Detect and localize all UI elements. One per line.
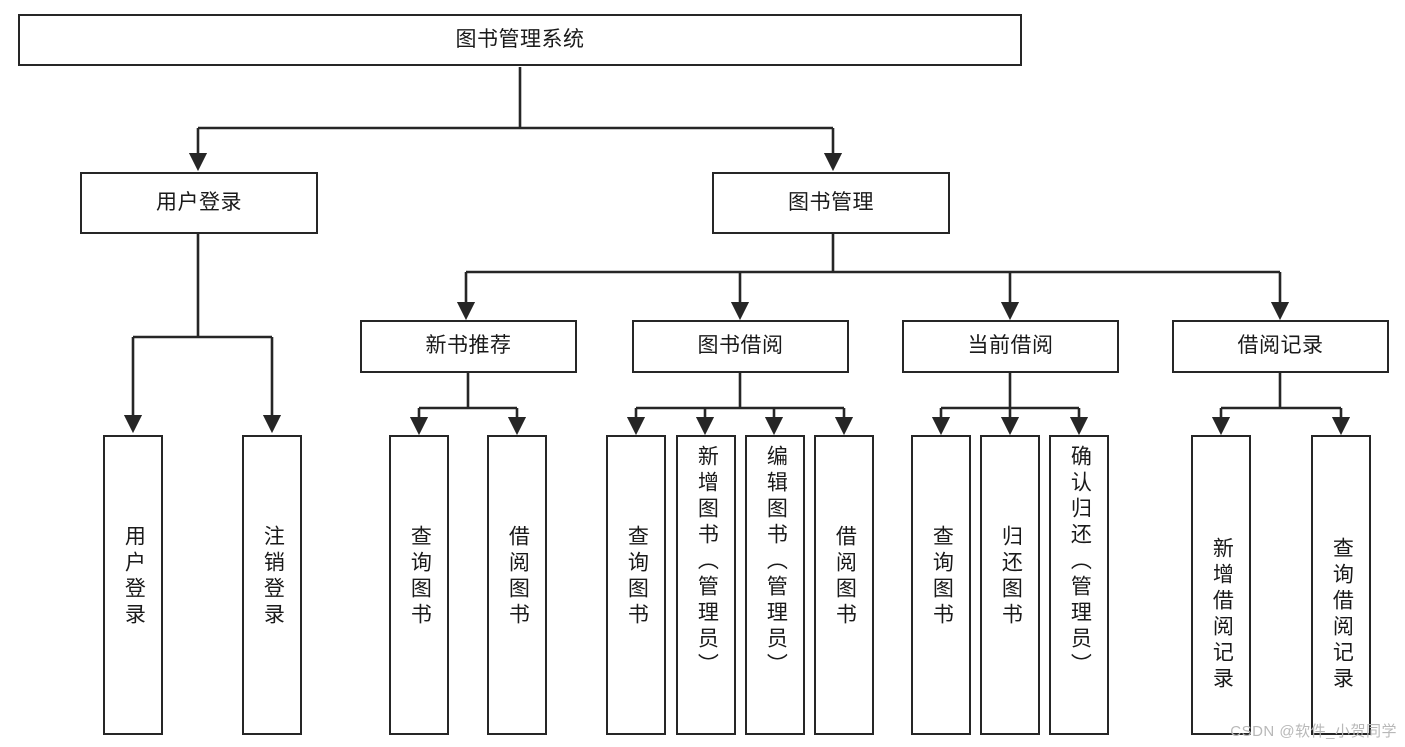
leaf-current-confirm-return-admin[interactable]: 确认归还（管理员）	[1049, 435, 1109, 735]
node-label: 归还图书	[999, 525, 1023, 629]
node-label: 借阅图书	[506, 525, 530, 629]
node-book-management[interactable]: 图书管理	[712, 172, 950, 234]
node-borrow-records[interactable]: 借阅记录	[1172, 320, 1389, 373]
leaf-records-add-record[interactable]: 新增借阅记录	[1191, 435, 1251, 735]
leaf-records-query-record[interactable]: 查询借阅记录	[1311, 435, 1371, 735]
node-label: 当前借阅	[967, 334, 1054, 358]
node-label: 图书管理系统	[455, 27, 585, 51]
node-label: 查询图书	[625, 525, 649, 629]
leaf-current-return-books[interactable]: 归还图书	[980, 435, 1040, 735]
leaf-user-login-signout[interactable]: 注销登录	[242, 435, 302, 735]
leaf-newbook-query-books[interactable]: 查询图书	[389, 435, 449, 735]
leaf-borrow-add-book-admin[interactable]: 新增图书（管理员）	[676, 435, 736, 735]
node-user-login[interactable]: 用户登录	[80, 172, 318, 234]
leaf-user-login-signin[interactable]: 用户登录	[103, 435, 163, 735]
node-label: 图书借阅	[697, 334, 784, 358]
leaf-borrow-edit-book-admin[interactable]: 编辑图书（管理员）	[745, 435, 805, 735]
leaf-borrow-borrow-books[interactable]: 借阅图书	[814, 435, 874, 735]
node-label: 借阅记录	[1237, 334, 1324, 358]
csdn-watermark: CSDN @软件_小贺同学	[1230, 723, 1397, 740]
node-root-book-management-system[interactable]: 图书管理系统	[18, 14, 1022, 66]
node-book-borrow[interactable]: 图书借阅	[632, 320, 849, 373]
node-label: 图书管理	[788, 190, 874, 214]
node-label: 新增图书（管理员）	[695, 445, 719, 679]
node-label: 查询图书	[408, 525, 432, 629]
node-label: 用户登录	[122, 525, 146, 629]
node-label: 用户登录	[156, 190, 242, 214]
node-label: 新书推荐	[425, 334, 512, 358]
node-label: 查询图书	[930, 525, 954, 629]
node-label: 确认归还（管理员）	[1068, 445, 1092, 679]
node-label: 注销登录	[261, 525, 285, 629]
node-current-borrow[interactable]: 当前借阅	[902, 320, 1119, 373]
node-new-book-recommend[interactable]: 新书推荐	[360, 320, 577, 373]
node-label: 借阅图书	[833, 525, 857, 629]
node-label: 查询借阅记录	[1330, 537, 1354, 693]
leaf-current-query-books[interactable]: 查询图书	[911, 435, 971, 735]
leaf-newbook-borrow-books[interactable]: 借阅图书	[487, 435, 547, 735]
node-label: 编辑图书（管理员）	[764, 445, 788, 679]
leaf-borrow-query-books[interactable]: 查询图书	[606, 435, 666, 735]
node-label: 新增借阅记录	[1210, 537, 1234, 693]
